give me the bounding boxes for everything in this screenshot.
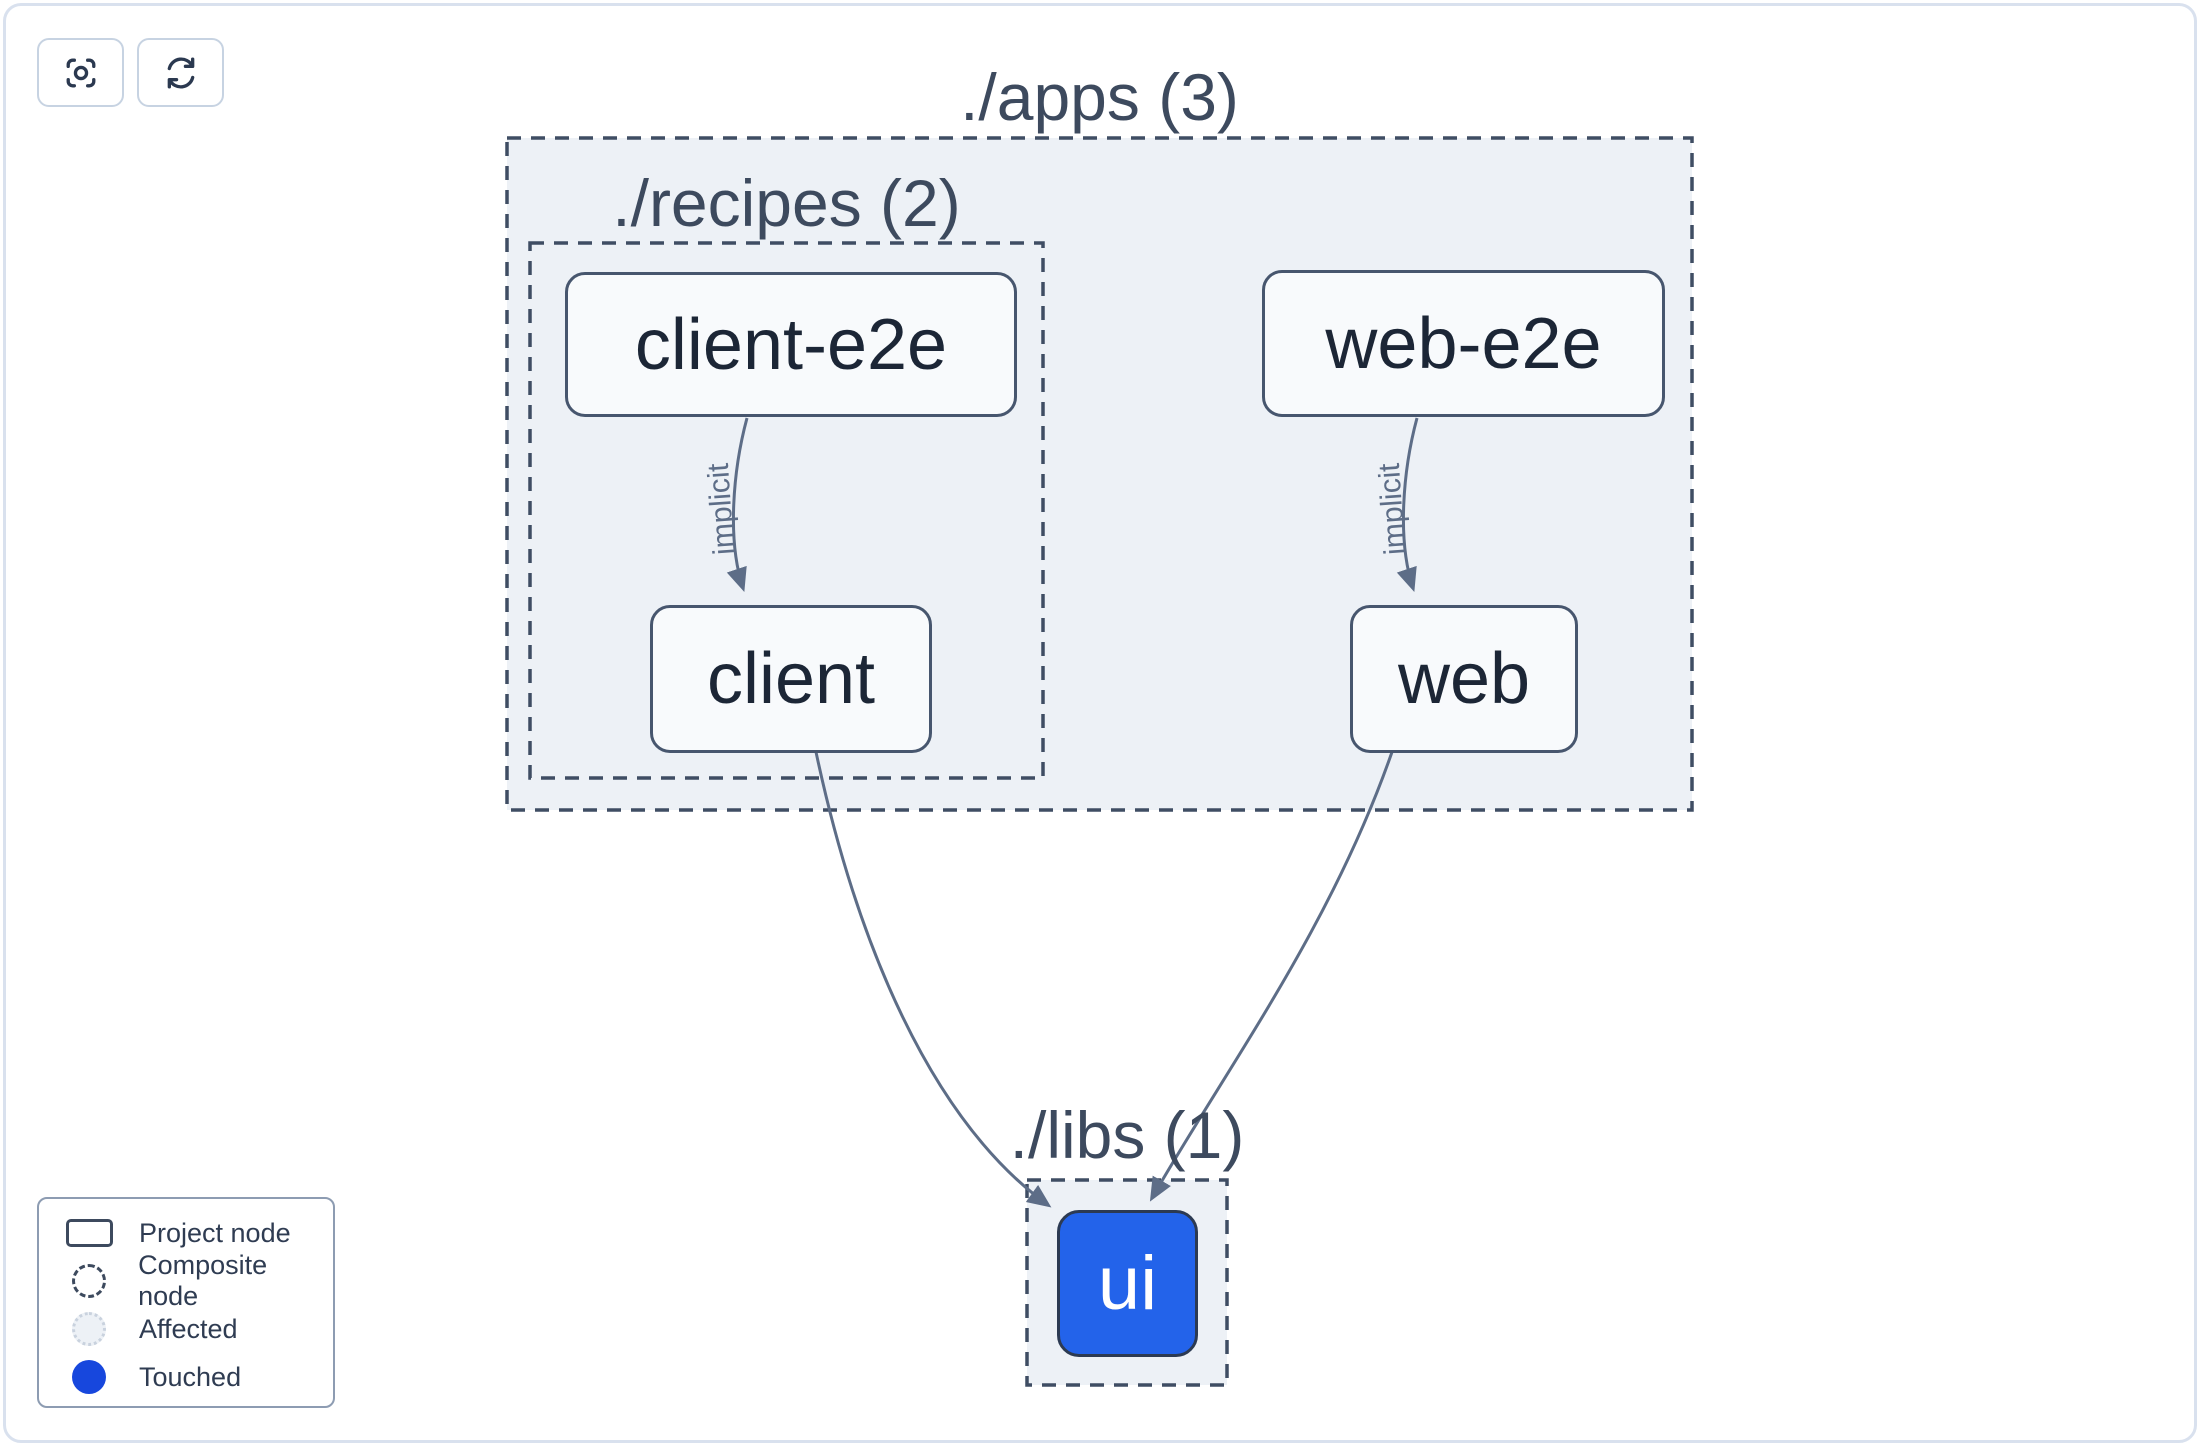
legend-item-composite-node: Composite node [39,1250,333,1311]
touched-swatch [72,1360,106,1394]
refresh-icon [161,53,201,93]
group-title-apps: ./apps (3) [960,60,1239,134]
refresh-graph-button[interactable] [137,38,224,107]
edge-client-to-ui[interactable] [814,751,1052,1208]
node-web-e2e[interactable]: web-e2e [1262,270,1665,417]
legend-item-affected: Affected [39,1305,333,1353]
legend-label: Project node [139,1217,291,1248]
node-label: client-e2e [634,304,948,385]
node-web[interactable]: web [1350,605,1578,753]
node-client-e2e[interactable]: client-e2e [565,272,1017,417]
group-title-recipes: ./recipes (2) [612,166,961,240]
legend-label: Composite node [138,1250,268,1311]
legend: Project node Composite node Affected Tou… [37,1197,335,1408]
center-graph-button[interactable] [37,38,124,107]
affected-swatch [72,1312,106,1346]
focus-icon [61,53,101,93]
edge-web-to-ui[interactable] [1149,751,1394,1202]
node-client[interactable]: client [650,605,932,753]
node-label: web-e2e [1325,303,1602,384]
node-label: web [1397,639,1531,719]
node-label: ui [1097,1241,1158,1326]
legend-item-project-node: Project node [39,1209,333,1257]
node-label: client [706,639,876,719]
edge-client-e2e-to-client[interactable] [726,417,749,592]
composite-node-swatch [71,1264,106,1298]
legend-label: Touched [139,1361,242,1392]
legend-label: Affected [139,1313,238,1344]
project-node-swatch [65,1219,113,1247]
node-ui[interactable]: ui [1057,1210,1198,1357]
edge-web-e2e-to-web[interactable] [1396,417,1419,592]
legend-item-touched: Touched [39,1353,333,1401]
group-title-libs: ./libs (1) [1009,1098,1245,1172]
